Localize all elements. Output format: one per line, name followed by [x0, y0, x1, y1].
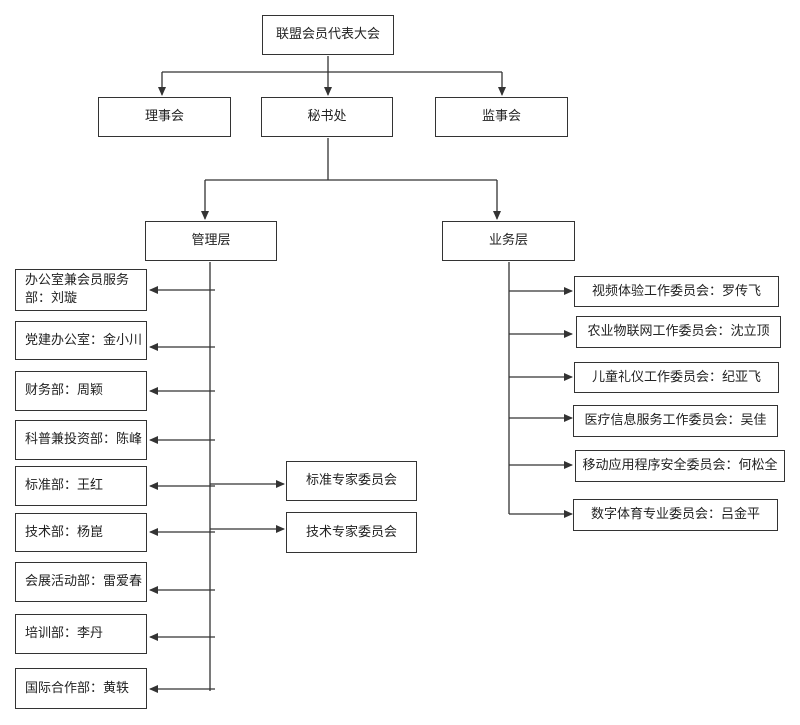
node-expert-committee: 标准专家委员会	[286, 461, 417, 501]
node-management-unit: 国际合作部：黄轶	[15, 668, 147, 709]
node-supervisory-board: 监事会	[435, 97, 568, 137]
node-label: 国际合作部：黄轶	[25, 680, 130, 696]
node-secretariat: 秘书处	[261, 97, 393, 137]
node-business-committee: 视频体验工作委员会：罗传飞	[574, 276, 779, 307]
node-label: 联盟会员代表大会	[275, 27, 380, 42]
node-management-unit: 培训部：李丹	[15, 614, 147, 654]
node-business-layer: 业务层	[442, 221, 575, 261]
node-label: 移动应用程序安全委员会：何松全	[582, 458, 778, 473]
node-management-layer: 管理层	[145, 221, 277, 261]
node-label: 农业物联网工作委员会：沈立顶	[587, 324, 770, 339]
node-label: 技术部：杨崑	[25, 524, 104, 540]
node-business-committee: 儿童礼仪工作委员会：纪亚飞	[574, 362, 779, 393]
node-label: 理事会	[144, 109, 184, 124]
node-business-committee: 移动应用程序安全委员会：何松全	[575, 450, 785, 482]
node-label: 科普兼投资部：陈峰	[25, 432, 143, 447]
node-label: 秘书处	[307, 109, 347, 124]
node-business-committee: 农业物联网工作委员会：沈立顶	[576, 316, 781, 348]
node-business-committee: 医疗信息服务工作委员会：吴佳	[573, 405, 778, 437]
node-management-unit: 科普兼投资部：陈峰	[15, 420, 147, 460]
node-management-unit: 办公室兼会员服务 部：刘璇	[15, 269, 147, 311]
node-management-unit: 财务部：周颖	[15, 371, 147, 411]
node-label: 医疗信息服务工作委员会：吴佳	[584, 413, 767, 428]
node-label: 培训部：李丹	[25, 626, 104, 641]
node-label: 儿童礼仪工作委员会：纪亚飞	[591, 369, 761, 385]
node-management-unit: 会展活动部：雷爱春	[15, 562, 147, 602]
node-label: 标准专家委员会	[305, 473, 397, 488]
node-business-committee: 数字体育专业委员会：吕金平	[573, 499, 778, 531]
node-label: 办公室兼会员服务 部：刘璇	[25, 273, 130, 306]
node-label: 业务层	[488, 233, 528, 248]
node-management-unit: 党建办公室：金小川	[15, 321, 147, 360]
node-label: 视频体验工作委员会：罗传飞	[591, 283, 761, 299]
node-expert-committee: 技术专家委员会	[286, 512, 417, 553]
node-management-unit: 技术部：杨崑	[15, 513, 147, 552]
node-label: 会展活动部：雷爱春	[25, 574, 143, 589]
node-label: 管理层	[191, 233, 231, 248]
node-label: 技术专家委员会	[305, 524, 397, 540]
node-council: 理事会	[98, 97, 231, 137]
node-management-unit: 标准部：王红	[15, 466, 147, 506]
node-label: 标准部：王红	[25, 478, 104, 493]
node-label: 财务部：周颖	[25, 383, 104, 398]
node-label: 党建办公室：金小川	[25, 332, 143, 348]
node-general-assembly: 联盟会员代表大会	[262, 15, 394, 55]
node-label: 监事会	[481, 109, 521, 124]
node-label: 数字体育专业委员会：吕金平	[590, 507, 760, 522]
